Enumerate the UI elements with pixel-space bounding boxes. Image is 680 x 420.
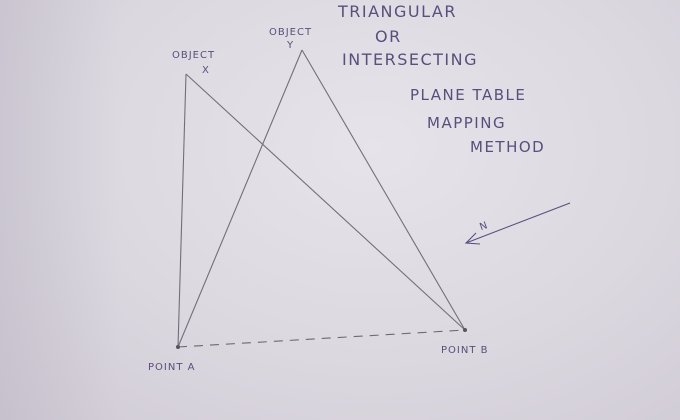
point-a-dot: [176, 345, 180, 349]
object-y-letter: Y: [287, 40, 295, 51]
subtitle-line-2: MAPPING: [427, 114, 507, 132]
title-line-3: INTERSECTING: [342, 50, 478, 69]
point-a-label: POINT A: [148, 362, 196, 373]
ray-b-to-y: [301, 49, 466, 331]
title-line-1: TRIANGULAR: [338, 2, 457, 21]
subtitle-line-1: PLANE TABLE: [410, 86, 527, 104]
object-x-letter: X: [202, 65, 210, 76]
paper-shadow: [0, 0, 120, 420]
baseline-a-b: [177, 329, 466, 348]
object-y-label: OBJECT: [269, 27, 313, 38]
point-b-label: POINT B: [441, 345, 489, 356]
title-line-2: OR: [375, 27, 402, 46]
north-arrow-icon: [464, 202, 571, 245]
ray-b-to-x: [185, 73, 466, 331]
point-b-dot: [463, 328, 467, 332]
ray-a-to-x: [177, 73, 187, 348]
ray-a-to-y: [177, 49, 303, 348]
subtitle-line-3: METHOD: [470, 138, 546, 156]
object-x-label: OBJECT: [172, 50, 216, 61]
